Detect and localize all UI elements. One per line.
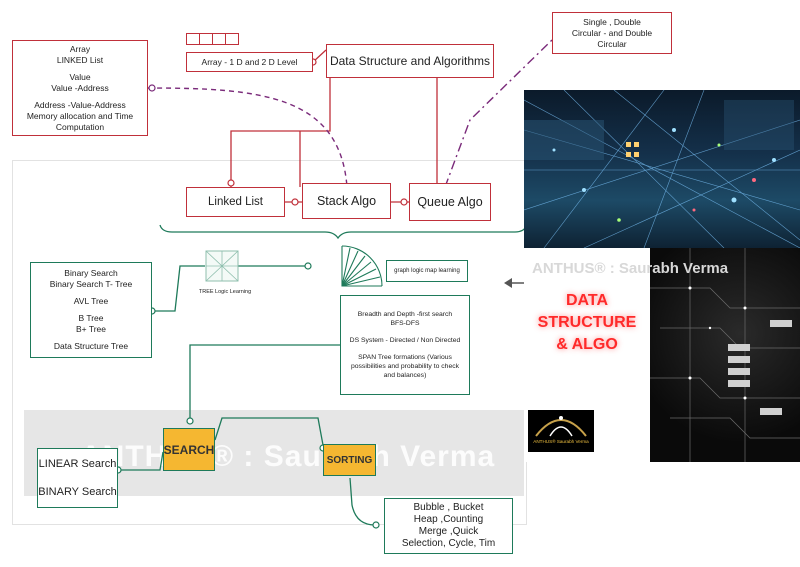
graph-info-line: BFS-DFS (390, 320, 420, 327)
sort-types-box: Bubble , Bucket Heap ,Counting Merge ,Qu… (384, 498, 513, 554)
network-image (524, 90, 800, 248)
circuit-art (650, 248, 800, 462)
array-note-line: Value (69, 71, 91, 82)
cover-title: DATA STRUCTURE & ALGO (524, 290, 650, 356)
trees-line: Binary Search (64, 268, 118, 278)
cover-watermark: ANTHUS® : Saurabh Verma (532, 260, 729, 277)
cover-lower: DATA STRUCTURE & ALGO ANTHUS® Saurabh Ve… (524, 248, 800, 462)
graph-info-line: Breadth and Depth -first search (357, 311, 453, 318)
graph-info-line: possibilities and probability to check (350, 363, 460, 370)
array-note-line: Memory allocation and Time (26, 110, 134, 121)
queue-note-line: Circular - and Double (571, 27, 653, 38)
connector-dot (227, 179, 235, 187)
cover-title-line: STRUCTURE (537, 314, 637, 331)
array-level-box: Array - 1 D and 2 D Level (186, 52, 313, 72)
graph-logic-box: graph logic map learning (386, 260, 468, 282)
logo-text: ANTHUS® Saurabh Verma (533, 439, 589, 444)
trees-line: B Tree (78, 313, 104, 323)
array-note-line: Value -Address (51, 82, 109, 93)
connector-dot (400, 198, 408, 206)
search-label: SEARCH (163, 442, 215, 457)
circuit-image (650, 248, 800, 462)
graph-info-line: and balances) (383, 372, 427, 379)
cover-lower-left: DATA STRUCTURE & ALGO ANTHUS® Saurabh Ve… (524, 248, 650, 462)
sorting-box: SORTING (323, 444, 376, 476)
queue-note-line: Single , Double (583, 16, 641, 27)
queue-note-line: Circular (597, 38, 627, 49)
array-note-line: Array (69, 43, 91, 54)
search-box: SEARCH (163, 428, 215, 471)
row-brace (159, 224, 528, 240)
connector-dot (304, 262, 312, 270)
cover-image-panel: DATA STRUCTURE & ALGO ANTHUS® Saurabh Ve… (524, 90, 800, 462)
search-types-box: LINEAR Search BINARY Search (37, 448, 118, 508)
logo-arc-icon (535, 416, 587, 437)
trees-line: AVL Tree (73, 296, 109, 306)
title-label: Data Structure and Algorithms (329, 54, 491, 68)
sorting-label: SORTING (326, 454, 373, 466)
stack-algo-box: Stack Algo (302, 183, 391, 219)
cover-title-line: & ALGO (556, 336, 618, 353)
trees-line: Data Structure Tree (53, 341, 129, 351)
linked-list-box: Linked List (186, 187, 285, 217)
graph-info-box: Breadth and Depth -first search BFS-DFS … (340, 295, 470, 395)
array-note-line: Computation (55, 121, 105, 132)
array-level-label: Array - 1 D and 2 D Level (201, 56, 298, 67)
graph-info-line: DS System - Directed / Non Directed (349, 337, 461, 344)
tree-logic-icon (205, 250, 239, 282)
stack-algo-label: Stack Algo (316, 194, 377, 208)
connector-dot (372, 521, 380, 529)
connector-dot (186, 417, 194, 425)
search-type-line: BINARY Search (38, 486, 117, 498)
sort-type-line: Selection, Cycle, Tim (401, 538, 496, 549)
queue-algo-label: Queue Algo (417, 195, 483, 209)
connector-dot (291, 198, 299, 206)
search-type-line: LINEAR Search (38, 458, 117, 470)
sort-type-line: Merge ,Quick (418, 526, 479, 537)
trees-line: Binary Search T- Tree (49, 279, 133, 289)
network-lines-art (524, 90, 800, 248)
linked-list-label: Linked List (208, 196, 263, 208)
array-note-line: LINKED List (56, 54, 104, 65)
watermark-text: ANTHUS® : Saurabh Verma (80, 440, 496, 473)
title-box: Data Structure and Algorithms (326, 44, 494, 78)
connector-queue-dashdot (444, 39, 553, 188)
connector-graph-search (189, 344, 340, 418)
connector-title-linked (230, 78, 331, 187)
trees-box: Binary Search Binary Search T- Tree AVL … (30, 262, 152, 358)
graph-info-line: SPAN Tree formations (Various (358, 354, 452, 361)
connector-trees-treelogic (152, 265, 205, 312)
sort-type-line: Bubble , Bucket (413, 502, 484, 513)
connector-search-sorting (214, 417, 324, 446)
tree-logic-label: TREE Logic Learning (198, 289, 252, 295)
array-note-box: Array LINKED List Value Value -Address A… (12, 40, 148, 136)
array-cells-icon (186, 33, 240, 45)
cover-title-line: DATA (565, 292, 609, 309)
connector-array-stack-dashed (147, 87, 348, 188)
anthus-logo: ANTHUS® Saurabh Verma (528, 410, 594, 452)
panel-arrowhead (504, 278, 512, 288)
graph-fan-icon (341, 245, 383, 287)
connector-searchtypes-search (118, 451, 164, 471)
connector-sorting-sorttypes (349, 477, 376, 526)
array-note-line: Address -Value-Address (34, 99, 126, 110)
queue-note-box: Single , Double Circular - and Double Ci… (552, 12, 672, 54)
sort-type-line: Heap ,Counting (413, 514, 484, 525)
queue-algo-box: Queue Algo (409, 183, 491, 221)
graph-logic-label: graph logic map learning (394, 268, 460, 274)
trees-line: B+ Tree (75, 324, 106, 334)
connector-dot (148, 84, 156, 92)
